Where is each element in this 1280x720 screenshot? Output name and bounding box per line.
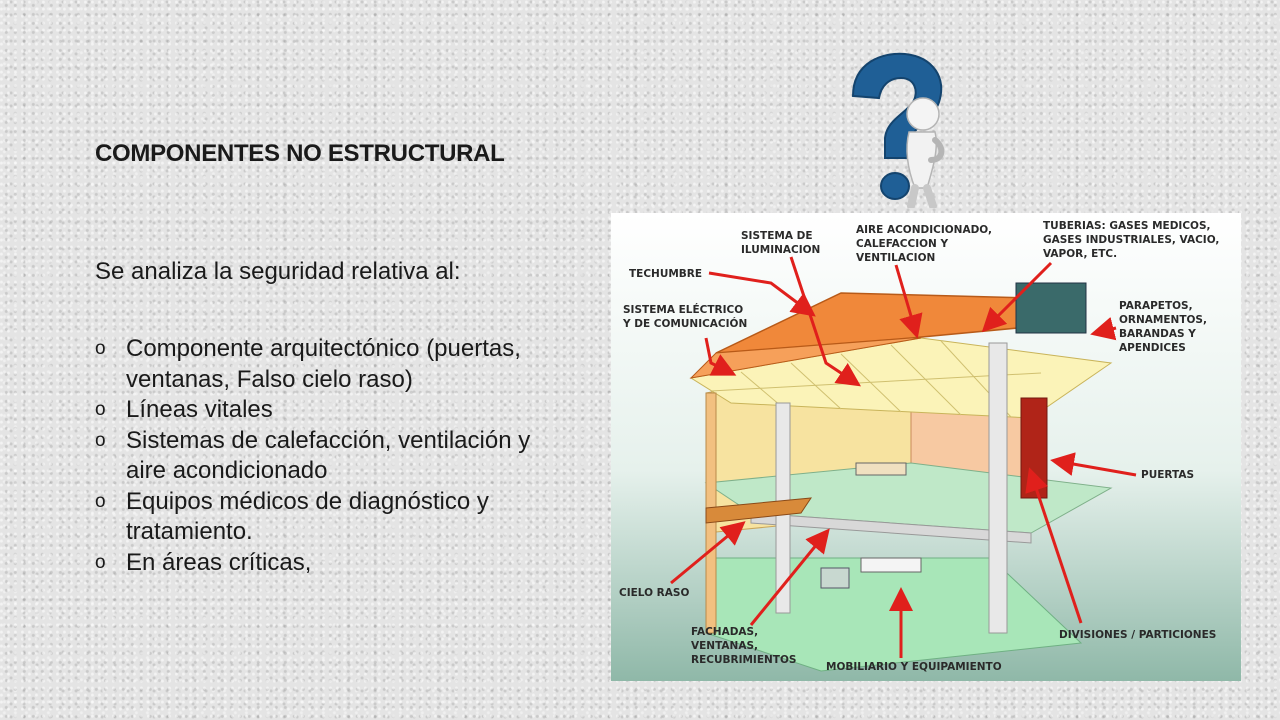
label-tuberias: GASES INDUSTRIALES, VACIO, <box>1043 234 1219 246</box>
bullet-marker: o <box>95 399 106 420</box>
bed <box>860 557 922 573</box>
building-illustration: TECHUMBRE SISTEMA DE ILUMINACION AIRE AC… <box>611 213 1241 681</box>
label-parapetos: ORNAMENTOS, <box>1119 314 1207 326</box>
bullet-text: En áreas críticas, <box>126 548 312 576</box>
label-tuberias: VAPOR, ETC. <box>1043 248 1117 260</box>
callout-arrows <box>670 256 1137 658</box>
label-electrico: Y DE COMUNICACIÓN <box>622 317 747 330</box>
bullet-marker: o <box>95 338 106 359</box>
intro-text: Se analiza la seguridad relativa al: <box>95 258 461 285</box>
bullet-text: Componente arquitectónico (puertas, vent… <box>126 335 521 393</box>
middle-floor-edge <box>750 512 1032 544</box>
arrow-cielo-raso <box>670 521 746 585</box>
desk <box>820 567 850 589</box>
list-item: o Sistemas de calefacción, ventilación y … <box>95 426 565 487</box>
bullet-text: Líneas vitales <box>126 396 273 423</box>
label-mobiliario: MOBILIARIO Y EQUIPAMIENTO <box>826 661 1002 673</box>
arrow-aire <box>894 264 923 339</box>
arrow-puertas <box>1050 452 1137 477</box>
label-cielo-raso: CIELO RASO <box>619 587 689 599</box>
bullet-marker: o <box>95 429 106 451</box>
label-iluminacion: ILUMINACION <box>741 244 820 256</box>
label-iluminacion: SISTEMA DE <box>741 230 813 242</box>
label-parapetos: APENDICES <box>1119 342 1186 354</box>
bullet-text: Equipos médicos de diagnóstico y tratami… <box>126 487 489 546</box>
list-item: o Líneas vitales <box>95 395 565 426</box>
label-aire: AIRE ACONDICIONADO, <box>856 224 992 236</box>
bed-upper <box>855 462 907 476</box>
label-parapetos: PARAPETOS, <box>1119 300 1193 312</box>
bullet-list: o Componente arquitectónico (puertas, ven… <box>95 334 565 578</box>
question-mark-figure-icon <box>851 52 945 208</box>
arrow-tuberias <box>981 261 1053 333</box>
arrow-electrico <box>704 337 737 376</box>
column-right <box>988 342 1008 634</box>
bullet-marker: o <box>95 551 106 573</box>
label-puertas: PUERTAS <box>1141 469 1194 481</box>
label-tuberias: TUBERIAS: GASES MEDICOS, <box>1043 220 1211 232</box>
label-fachadas: VENTANAS, <box>691 640 758 652</box>
list-item: o En áreas críticas, <box>95 548 565 579</box>
label-fachadas: RECUBRIMIENTOS <box>691 654 796 666</box>
bullet-marker: o <box>95 490 106 512</box>
parapet-block <box>1015 282 1087 334</box>
lower-ceiling <box>705 497 812 524</box>
label-aire: VENTILACION <box>856 252 935 264</box>
list-item: o Componente arquitectónico (puertas, ven… <box>95 334 565 395</box>
arrow-fachadas <box>749 528 830 626</box>
label-parapetos: BARANDAS Y <box>1119 328 1196 340</box>
label-aire: CALEFACCION Y <box>856 238 948 250</box>
arrow-parapetos <box>1090 316 1117 341</box>
bullet-text: Sistemas de calefacción, ventilación y a… <box>126 426 531 485</box>
label-techumbre: TECHUMBRE <box>629 268 702 280</box>
arrow-iluminacion <box>789 256 861 387</box>
arrow-techumbre <box>708 271 816 317</box>
label-electrico: SISTEMA ELÉCTRICO <box>623 303 743 316</box>
arrow-divisiones <box>1025 467 1083 624</box>
label-fachadas: FACHADAS, <box>691 626 758 638</box>
label-divisiones: DIVISIONES / PARTICIONES <box>1059 629 1216 641</box>
list-item: o Equipos médicos de diagnóstico y tratam… <box>95 487 565 548</box>
slide-title: COMPONENTES NO ESTRUCTURAL <box>95 140 505 167</box>
